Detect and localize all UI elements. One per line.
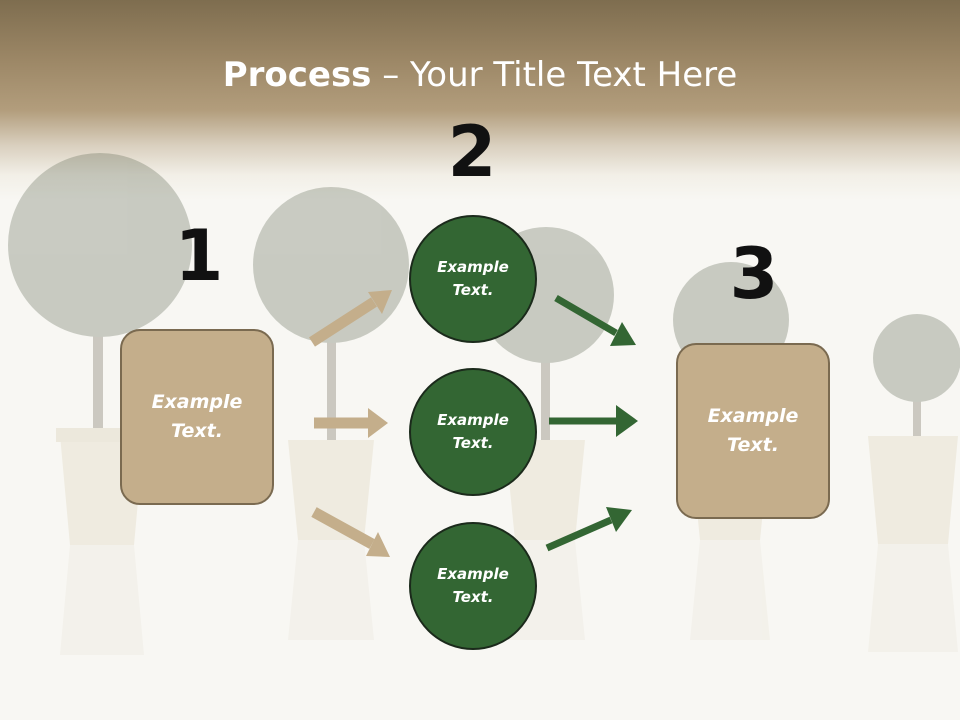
step-1-box: Example Text. — [120, 329, 274, 505]
green-arrow-down — [554, 294, 636, 346]
step-3-box: Example Text. — [676, 343, 830, 519]
step-3-label: Example Text. — [707, 405, 799, 456]
step-2-circle-middle: Example Text. — [409, 368, 537, 496]
title-bold: Process — [222, 55, 372, 95]
step-number-1: 1 — [174, 215, 224, 297]
title-rest: – Your Title Text Here — [371, 55, 738, 95]
circle-label: Example Text. — [437, 565, 509, 606]
circle-label: Example Text. — [437, 411, 509, 452]
slide-title: Process – Your Title Text Here — [0, 52, 960, 98]
tan-arrow-down — [311, 507, 390, 557]
circle-label: Example Text. — [437, 258, 509, 299]
step-number-2: 2 — [447, 111, 497, 193]
tan-arrow-up — [309, 290, 392, 347]
step-2-circle-bottom: Example Text. — [409, 522, 537, 650]
tan-arrow-right — [314, 408, 388, 438]
green-arrow-up — [545, 507, 632, 552]
step-number-3: 3 — [729, 233, 779, 315]
step-2-circle-top: Example Text. — [409, 215, 537, 343]
green-arrow-right — [549, 405, 638, 437]
step-1-label: Example Text. — [151, 391, 243, 442]
